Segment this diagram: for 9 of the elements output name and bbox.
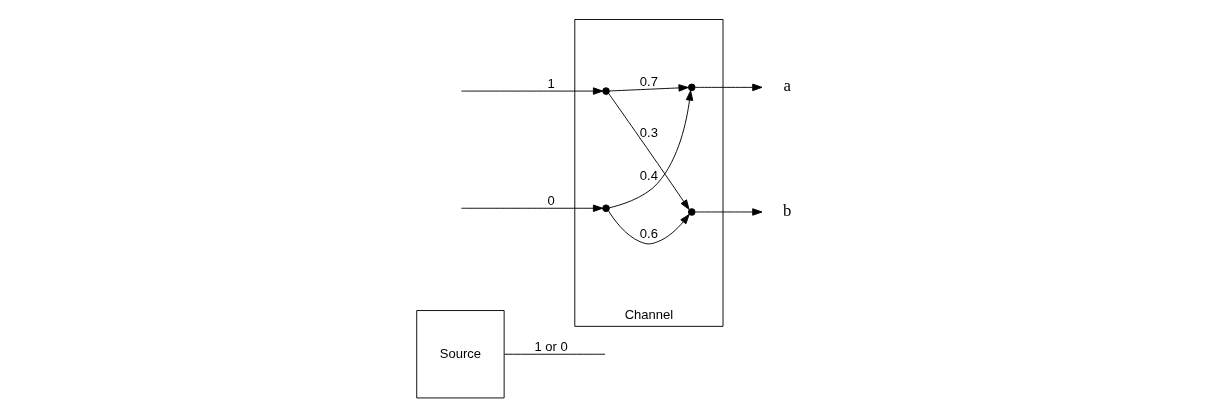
edge-label: 0.7 <box>639 73 658 89</box>
node-text: b <box>782 201 792 221</box>
edge-label: 0 <box>547 192 555 208</box>
edge-label: 0.4 <box>639 167 658 183</box>
edge-label: 1 or 0 <box>534 338 568 354</box>
edge-label: 0.6 <box>639 226 658 242</box>
node-text: a <box>783 76 791 96</box>
edge-label: 1 <box>547 75 555 91</box>
edge-label: 0.3 <box>639 124 658 140</box>
